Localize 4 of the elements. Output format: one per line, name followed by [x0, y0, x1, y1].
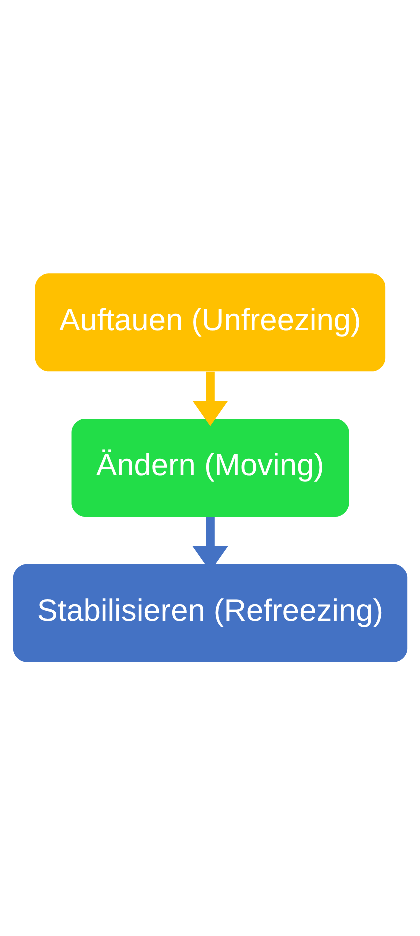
- node-box: Stabilisieren (Refreezing): [12, 564, 408, 662]
- node-box: Auftauen (Unfreezing): [34, 274, 386, 372]
- node-box: Ändern (Moving): [71, 419, 349, 517]
- arrow: [192, 372, 228, 426]
